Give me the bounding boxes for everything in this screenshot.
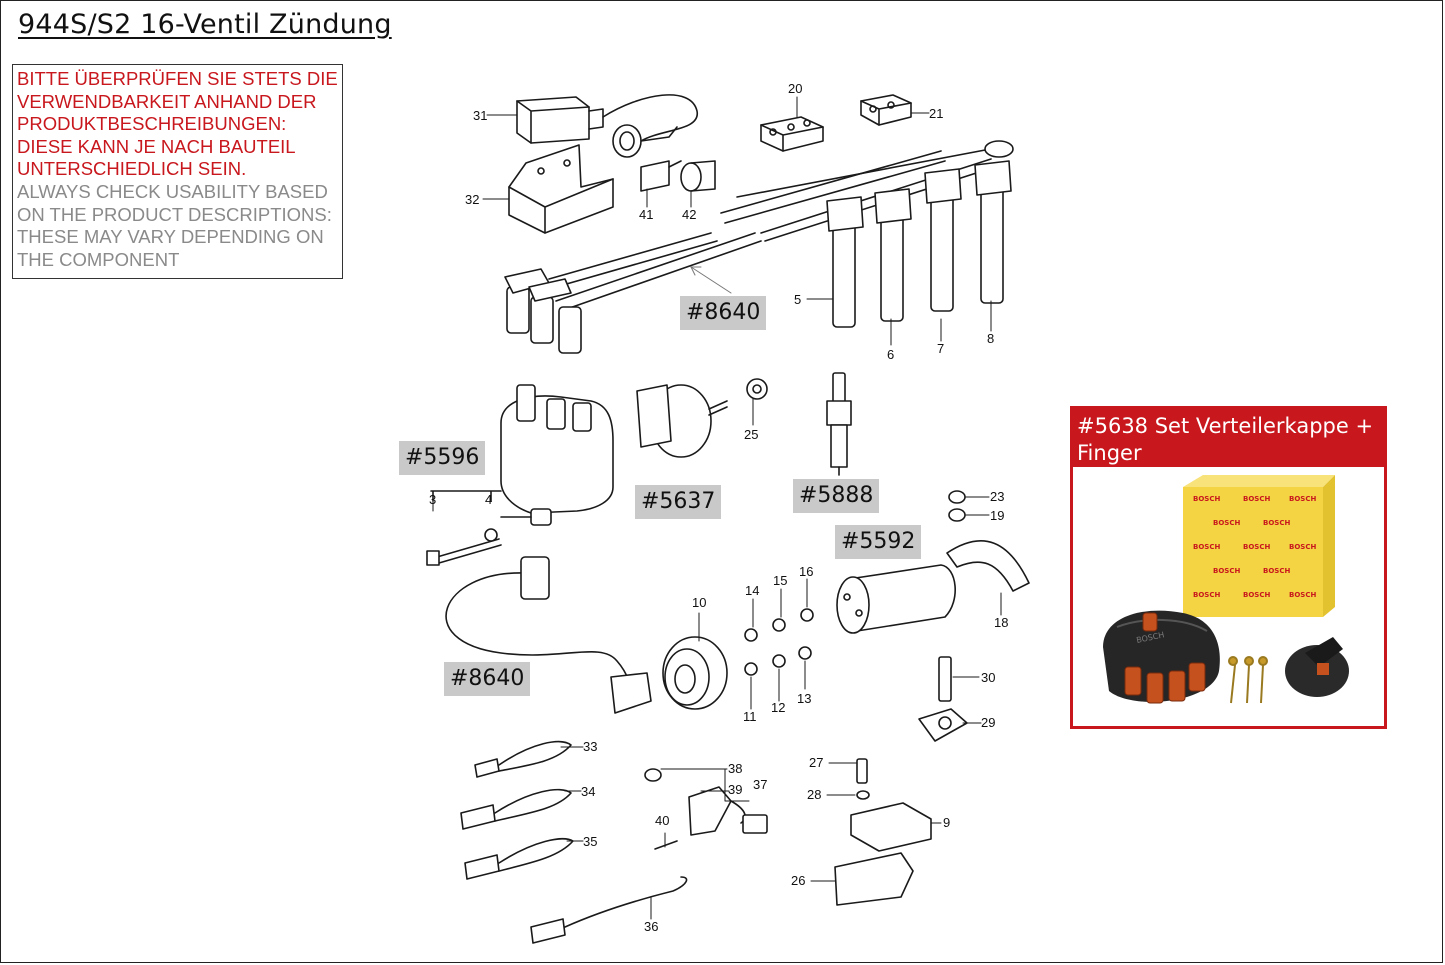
part-number: 8 bbox=[987, 331, 994, 346]
ignition-coil bbox=[836, 540, 1030, 634]
part-number: 21 bbox=[929, 106, 943, 121]
part-32-bracket bbox=[508, 144, 614, 234]
part-number: 39 bbox=[728, 782, 742, 797]
part-number: 6 bbox=[887, 347, 894, 362]
box-brand-text: BOSCH bbox=[1193, 495, 1220, 503]
promo-title: #5638 Set Verteilerkappe + Finger bbox=[1073, 409, 1384, 467]
promo-product-photo: BOSCH BOSCH BOSCH BOSCH BOSCH BOSCH BOSC… bbox=[1103, 475, 1349, 704]
notice-en-line: ON THE PRODUCT DESCRIPTIONS: bbox=[17, 203, 332, 225]
notice-de-line: VERWENDBARKEIT ANHAND DER bbox=[17, 90, 317, 112]
part-20-separator bbox=[760, 116, 824, 152]
box-brand-text: BOSCH bbox=[1289, 543, 1316, 551]
part-number: 5 bbox=[794, 292, 801, 307]
box-brand-text: BOSCH bbox=[1243, 543, 1270, 551]
part-number: 34 bbox=[581, 784, 595, 799]
box-brand-text: BOSCH bbox=[1213, 519, 1240, 527]
hardware-photo bbox=[1228, 656, 1268, 704]
part-number: 3 bbox=[429, 492, 436, 507]
part-number: 4 bbox=[485, 492, 492, 507]
notice-de-line: DIESE KANN JE NACH BAUTEIL bbox=[17, 135, 296, 157]
page-title: 944S/S2 16-Ventil Zündung bbox=[18, 9, 392, 40]
part-number: 20 bbox=[788, 81, 802, 96]
bosch-box: BOSCH BOSCH BOSCH BOSCH BOSCH BOSCH BOSC… bbox=[1183, 475, 1335, 617]
part-30-29-sensor bbox=[918, 656, 968, 742]
lead-boots-left bbox=[504, 268, 582, 354]
part-number: 41 bbox=[639, 207, 653, 222]
notice-en-line: THESE MAY VARY DEPENDING ON bbox=[17, 226, 324, 248]
part-number: 26 bbox=[791, 873, 805, 888]
part-number: 37 bbox=[753, 777, 767, 792]
leader-lines bbox=[432, 96, 1002, 920]
part-number: 32 bbox=[465, 192, 479, 207]
plug-connectors bbox=[826, 140, 1014, 328]
box-brand-text: BOSCH bbox=[1243, 495, 1270, 503]
part-number: 16 bbox=[799, 564, 813, 579]
rotor-assembly bbox=[636, 384, 728, 458]
usability-notice: BITTE ÜBERPRÜFEN SIE STETS DIE VERWENDBA… bbox=[12, 64, 343, 279]
part-37-40-sensor bbox=[644, 768, 768, 850]
product-tag-5888[interactable]: #5888 bbox=[793, 479, 880, 513]
part-number: 35 bbox=[583, 834, 597, 849]
notice-en-line: ALWAYS CHECK USABILITY BASED bbox=[17, 180, 328, 202]
part-number: 7 bbox=[937, 341, 944, 356]
part-number: 30 bbox=[981, 670, 995, 685]
part-number: 10 bbox=[692, 595, 706, 610]
part-number: 33 bbox=[583, 739, 597, 754]
part-3-4-screw bbox=[426, 490, 532, 566]
notice-de-line: UNTERSCHIEDLICH SEIN. bbox=[17, 158, 247, 180]
product-tag-8640[interactable]: #8640 bbox=[680, 296, 767, 330]
notice-de-line: BITTE ÜBERPRÜFEN SIE STETS DIE bbox=[17, 68, 338, 89]
part-number: 36 bbox=[644, 919, 658, 934]
product-tag-5592[interactable]: #5592 bbox=[835, 525, 922, 559]
part-9-26-module bbox=[834, 758, 932, 906]
part-25-bushing bbox=[746, 378, 768, 400]
product-tag-5596[interactable]: #5596 bbox=[399, 441, 486, 475]
part-number: 31 bbox=[473, 108, 487, 123]
part-number: 19 bbox=[990, 508, 1004, 523]
part-number: 18 bbox=[994, 615, 1008, 630]
part-number: 13 bbox=[797, 691, 811, 706]
box-brand-text: BOSCH bbox=[1213, 567, 1240, 575]
part-number: 11 bbox=[743, 709, 757, 724]
notice-en-line: THE COMPONENT bbox=[17, 248, 180, 270]
box-brand-text: BOSCH bbox=[1263, 567, 1290, 575]
part-31-control-unit bbox=[516, 94, 698, 158]
box-brand-text: BOSCH bbox=[1193, 543, 1220, 551]
product-promo-5638[interactable]: #5638 Set Verteilerkappe + Finger BOSCH … bbox=[1070, 406, 1387, 729]
spark-plug bbox=[826, 372, 852, 476]
rotor-photo bbox=[1285, 637, 1349, 697]
part-number: 15 bbox=[773, 573, 787, 588]
distributor-cap bbox=[500, 384, 614, 526]
harness-leads bbox=[460, 740, 688, 944]
part-number: 25 bbox=[744, 427, 758, 442]
part-number: 23 bbox=[990, 489, 1004, 504]
box-brand-text: BOSCH bbox=[1289, 591, 1316, 599]
product-tag-8640-coil-lead[interactable]: #8640 bbox=[444, 662, 531, 696]
distributor-cap-photo: BOSCH bbox=[1103, 610, 1220, 704]
small-hardware bbox=[744, 608, 814, 676]
part-number: 40 bbox=[655, 813, 669, 828]
part-41-42-clips bbox=[640, 160, 716, 192]
part-number: 42 bbox=[682, 207, 696, 222]
part-number: 14 bbox=[745, 583, 759, 598]
part-number: 28 bbox=[807, 787, 821, 802]
box-brand-text: BOSCH bbox=[1289, 495, 1316, 503]
box-brand-text: BOSCH bbox=[1263, 519, 1290, 527]
coil-lead bbox=[445, 556, 652, 714]
part-10-pulley bbox=[662, 636, 728, 710]
part-number: 12 bbox=[771, 700, 785, 715]
part-21-separator bbox=[860, 94, 912, 126]
product-tag-5637[interactable]: #5637 bbox=[635, 485, 722, 519]
part-number: 9 bbox=[943, 815, 950, 830]
box-brand-text: BOSCH bbox=[1243, 591, 1270, 599]
part-number: 38 bbox=[728, 761, 742, 776]
part-number: 27 bbox=[809, 755, 823, 770]
notice-de-line: PRODUKTBESCHREIBUNGEN: bbox=[17, 113, 287, 135]
box-brand-text: BOSCH bbox=[1193, 591, 1220, 599]
part-number-labels: 31 32 20 21 41 42 5 6 7 8 25 3 4 23 19 1… bbox=[429, 81, 1008, 934]
part-number: 29 bbox=[981, 715, 995, 730]
part-23-19-nuts bbox=[948, 490, 966, 522]
